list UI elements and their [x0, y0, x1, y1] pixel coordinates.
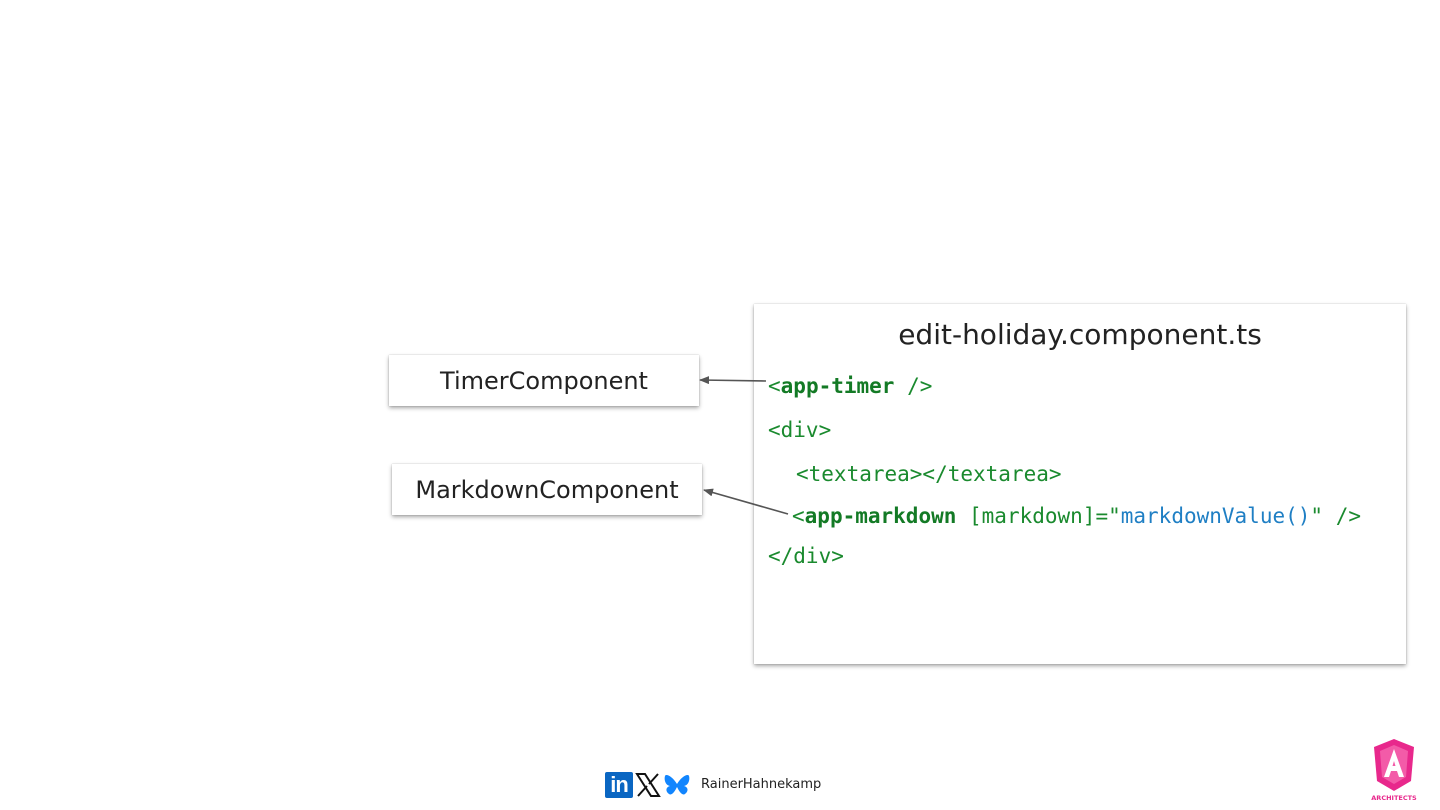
code-line-app-markdown: <app-markdown [markdown]="markdownValue(… [792, 504, 1361, 528]
angular-architects-logo: ARCHITECTS [1371, 739, 1417, 802]
code-editor-box: edit-holiday.component.ts <app-timer /> … [754, 304, 1406, 664]
tag-open: < [768, 374, 781, 398]
markdown-component-label: MarkdownComponent [415, 475, 679, 504]
tag-name-app-timer: app-timer [780, 374, 895, 398]
bluesky-icon[interactable] [663, 772, 691, 798]
code-line-div-open: <div> [768, 418, 832, 442]
logo-text: ARCHITECTS [1371, 794, 1417, 802]
code-line-div-close: </div> [768, 544, 844, 568]
attribute-markdown: [markdown]=" [956, 504, 1121, 528]
markdown-component-box: MarkdownComponent [392, 464, 702, 515]
code-line-app-timer: <app-timer /> [768, 374, 932, 398]
attribute-value: markdownValue() [1120, 504, 1311, 528]
timer-component-box: TimerComponent [389, 355, 699, 406]
x-icon[interactable] [635, 772, 661, 798]
social-links: in [605, 772, 691, 798]
editor-title: edit-holiday.component.ts [898, 318, 1262, 351]
tag-close: /> [894, 374, 933, 398]
code-line-textarea: <textarea></textarea> [796, 462, 1062, 486]
tag-name-app-markdown: app-markdown [804, 504, 957, 528]
tag-close: " /> [1310, 504, 1361, 528]
linkedin-icon[interactable]: in [605, 772, 633, 798]
tag-open: < [792, 504, 805, 528]
timer-component-label: TimerComponent [440, 366, 648, 395]
author-name: RainerHahnekamp [701, 777, 822, 792]
